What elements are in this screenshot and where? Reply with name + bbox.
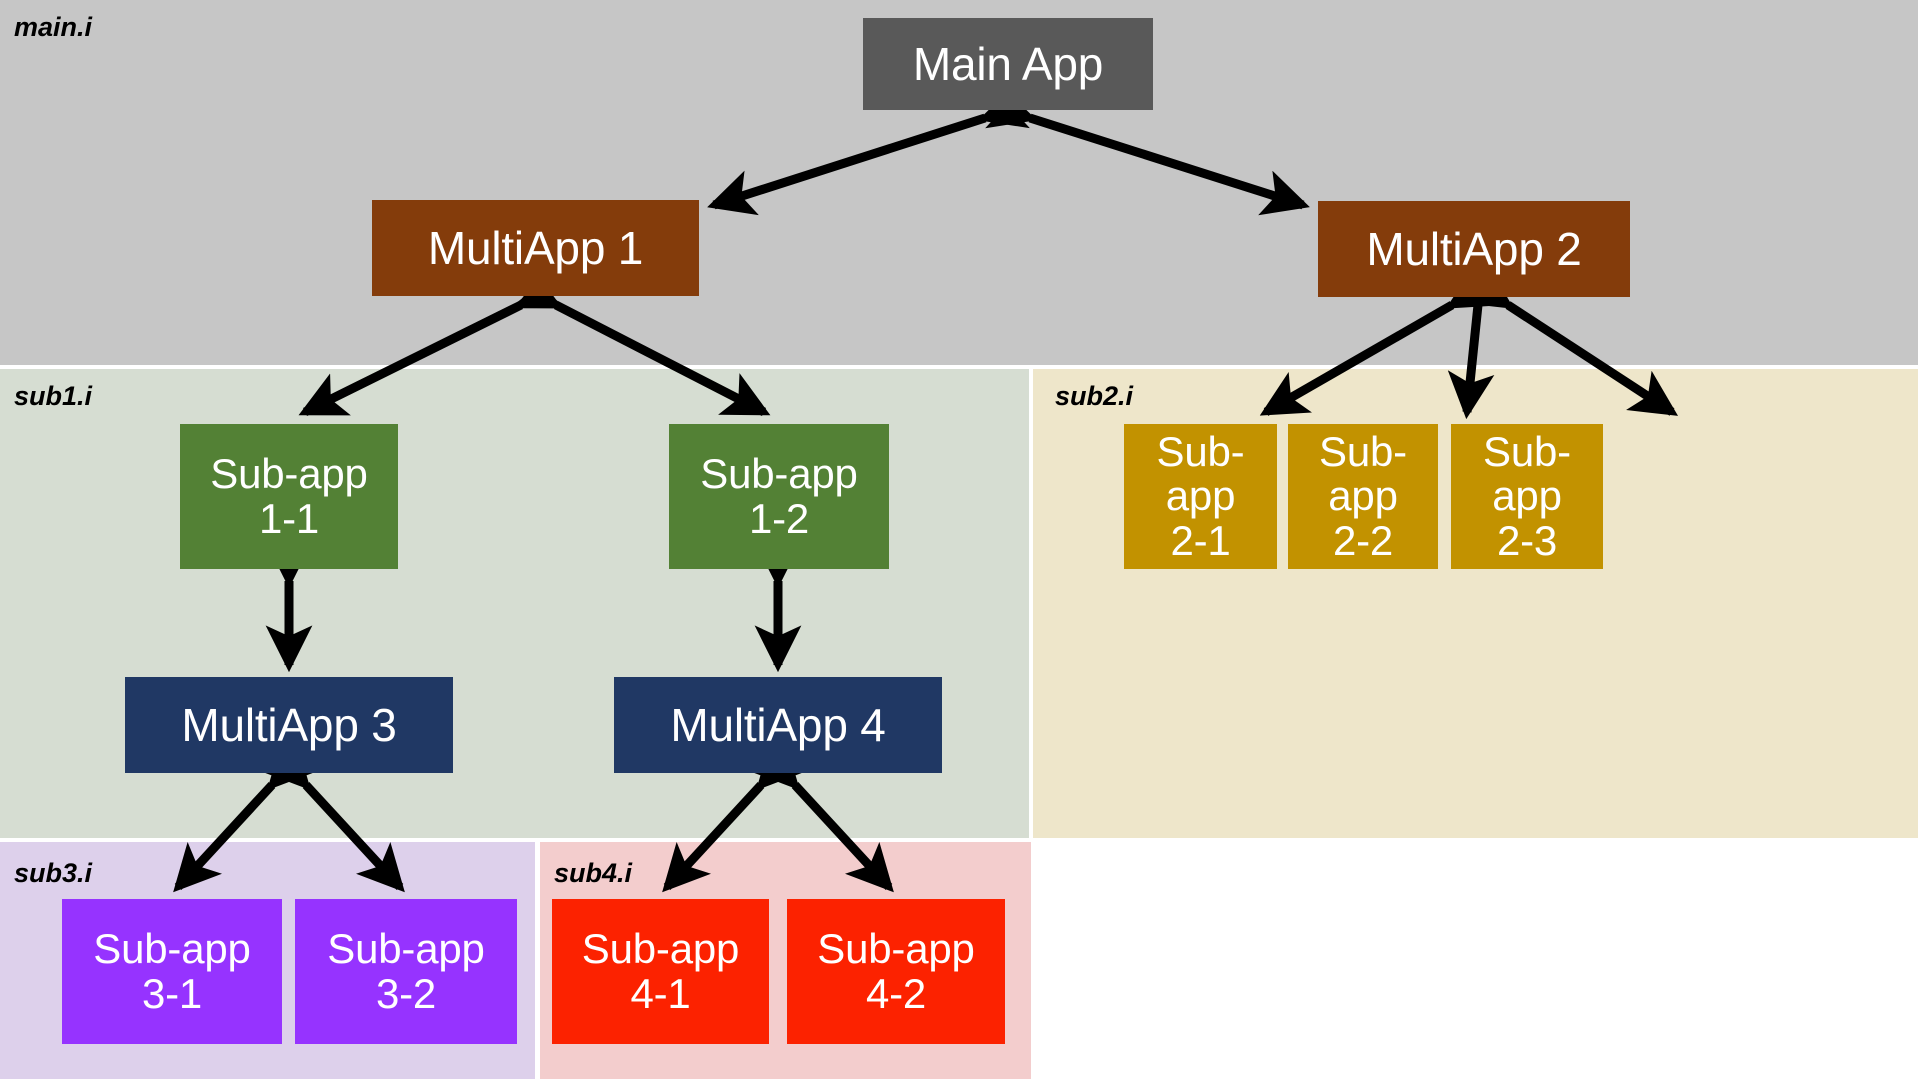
node-subapp-1-1-line2: 1-1: [258, 494, 320, 542]
node-multiapp-4-label: MultiApp 4: [670, 698, 886, 751]
node-subapp-4-2-line1: Sub-app: [817, 924, 975, 972]
node-subapp-4-2-line2: 4-2: [865, 969, 927, 1017]
node-subapp-2-2-label: Sub-app 2-2: [1288, 427, 1438, 564]
node-subapp-2-3-line2: 2-3: [1496, 516, 1558, 564]
node-multiapp-1[interactable]: MultiApp 1: [372, 200, 699, 296]
node-subapp-1-2[interactable]: Sub-app 1-2: [669, 424, 889, 569]
node-subapp-3-2-label: Sub-app 3-2: [327, 924, 485, 1017]
node-subapp-3-1[interactable]: Sub-app 3-1: [62, 899, 282, 1044]
node-subapp-1-1-label: Sub-app 1-1: [210, 449, 368, 542]
region-label-sub1: sub1.i: [14, 381, 93, 411]
node-main-app-label: Main App: [912, 37, 1104, 90]
node-subapp-4-1-label: Sub-app 4-1: [581, 924, 740, 1017]
node-subapp-1-2-line2: 1-2: [748, 494, 810, 542]
node-multiapp-2[interactable]: MultiApp 2: [1318, 201, 1630, 297]
node-multiapp-3[interactable]: MultiApp 3: [125, 677, 453, 773]
node-subapp-2-3-label: Sub-app 2-3: [1451, 427, 1603, 564]
node-subapp-4-2-label: Sub-app 4-2: [817, 924, 975, 1017]
node-subapp-2-2-line1: Sub-app: [1319, 427, 1407, 520]
node-multiapp-1-label: MultiApp 1: [427, 221, 644, 274]
node-subapp-2-1[interactable]: Sub-app 2-1: [1124, 424, 1277, 569]
node-subapp-1-2-label: Sub-app 1-2: [700, 449, 858, 542]
node-subapp-1-1-line1: Sub-app: [210, 449, 368, 497]
node-subapp-4-2[interactable]: Sub-app 4-2: [787, 899, 1005, 1044]
node-subapp-2-2[interactable]: Sub-app 2-2: [1288, 424, 1438, 569]
region-label-sub2: sub2.i: [1055, 381, 1134, 411]
node-multiapp-2-label: MultiApp 2: [1366, 222, 1582, 275]
region-label-main: main.i: [14, 12, 93, 42]
node-main-app[interactable]: Main App: [863, 18, 1153, 110]
node-subapp-2-3-line1: Sub-app: [1483, 427, 1571, 520]
region-label-sub4: sub4.i: [554, 858, 633, 888]
node-subapp-3-2-line2: 3-2: [375, 969, 437, 1017]
node-subapp-4-1[interactable]: Sub-app 4-1: [552, 899, 769, 1044]
node-multiapp-4[interactable]: MultiApp 4: [614, 677, 942, 773]
node-subapp-3-2-line1: Sub-app: [327, 924, 485, 972]
node-subapp-2-1-line1: Sub-app: [1156, 427, 1245, 520]
node-subapp-4-1-line2: 4-1: [630, 969, 691, 1017]
node-subapp-2-1-line2: 2-1: [1170, 516, 1231, 564]
node-subapp-4-1-line1: Sub-app: [581, 924, 740, 972]
region-label-sub3: sub3.i: [14, 858, 93, 888]
node-subapp-2-1-label: Sub-app 2-1: [1124, 427, 1277, 564]
node-subapp-3-1-label: Sub-app 3-1: [93, 924, 251, 1017]
node-subapp-2-3[interactable]: Sub-app 2-3: [1451, 424, 1603, 569]
node-subapp-3-1-line1: Sub-app: [93, 924, 251, 972]
node-subapp-1-1[interactable]: Sub-app 1-1: [180, 424, 398, 569]
node-subapp-2-2-line2: 2-2: [1332, 516, 1394, 564]
node-multiapp-3-label: MultiApp 3: [181, 698, 397, 751]
node-subapp-1-2-line1: Sub-app: [700, 449, 858, 497]
node-subapp-3-1-line2: 3-1: [141, 969, 203, 1017]
node-subapp-3-2[interactable]: Sub-app 3-2: [295, 899, 517, 1044]
